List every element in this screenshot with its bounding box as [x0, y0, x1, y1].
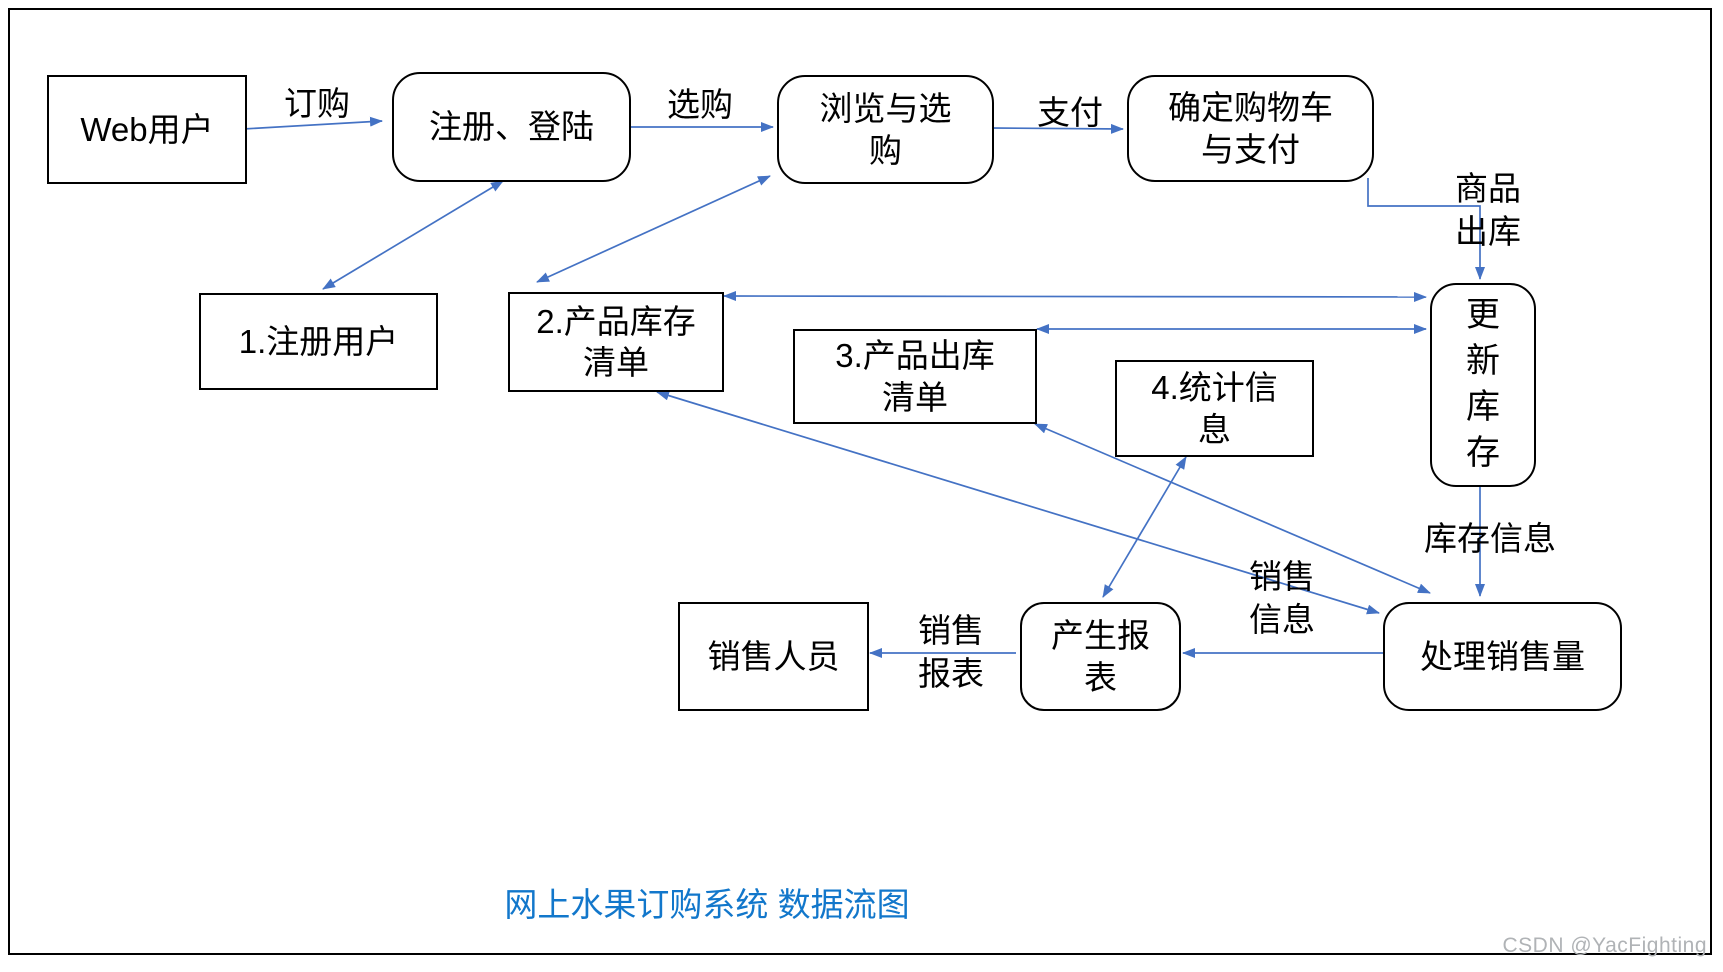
node-browse-select: 浏览与选 购 — [777, 75, 994, 184]
label-pay: 支付 — [1037, 94, 1103, 131]
flow-updateinv-inventorylist-arrow — [723, 291, 1427, 302]
store-statistics-info: 4.统计信 息 — [1115, 360, 1314, 457]
node-web-user: Web用户 — [47, 75, 247, 184]
flow-browse-inventory-arrow — [536, 175, 771, 283]
store-product-outbound-list: 3.产品出库 清单 — [793, 329, 1037, 424]
node-sales-staff: 销售人员 — [678, 602, 869, 711]
flow-register-users-arrow — [322, 180, 504, 290]
node-confirm-cart-pay: 确定购物车 与支付 — [1127, 75, 1374, 182]
store-registered-users: 1.注册用户 — [199, 293, 438, 390]
flow-pay-arrow — [989, 123, 1124, 134]
label-sales-info: 销售 信息 — [1249, 558, 1315, 638]
label-sales-report: 销售 报表 — [918, 612, 984, 692]
label-inventory-info: 库存信息 — [1424, 520, 1556, 557]
diagram-border — [8, 8, 1712, 955]
diagram-title: 网上水果订购系统 数据流图 — [504, 886, 910, 923]
label-select: 选购 — [667, 86, 733, 123]
node-process-sales-volume: 处理销售量 — [1383, 602, 1622, 711]
store-product-inventory-list: 2.产品库存 清单 — [508, 292, 724, 392]
flow-sales-outboundlist-arrow — [1034, 423, 1431, 594]
node-register-login: 注册、登陆 — [392, 72, 631, 182]
flow-goods-outbound-arrow — [1367, 178, 1485, 280]
csdn-watermark: CSDN @YacFighting — [1502, 934, 1707, 957]
label-goods-outbound: 商品 出库 — [1455, 170, 1521, 250]
node-update-inventory: 更 新 库 存 — [1430, 283, 1536, 487]
flow-report-statistics-arrow — [1102, 456, 1187, 598]
node-generate-report: 产生报 表 — [1020, 602, 1181, 711]
label-order: 订购 — [284, 85, 350, 122]
flow-order-arrow — [242, 116, 383, 130]
